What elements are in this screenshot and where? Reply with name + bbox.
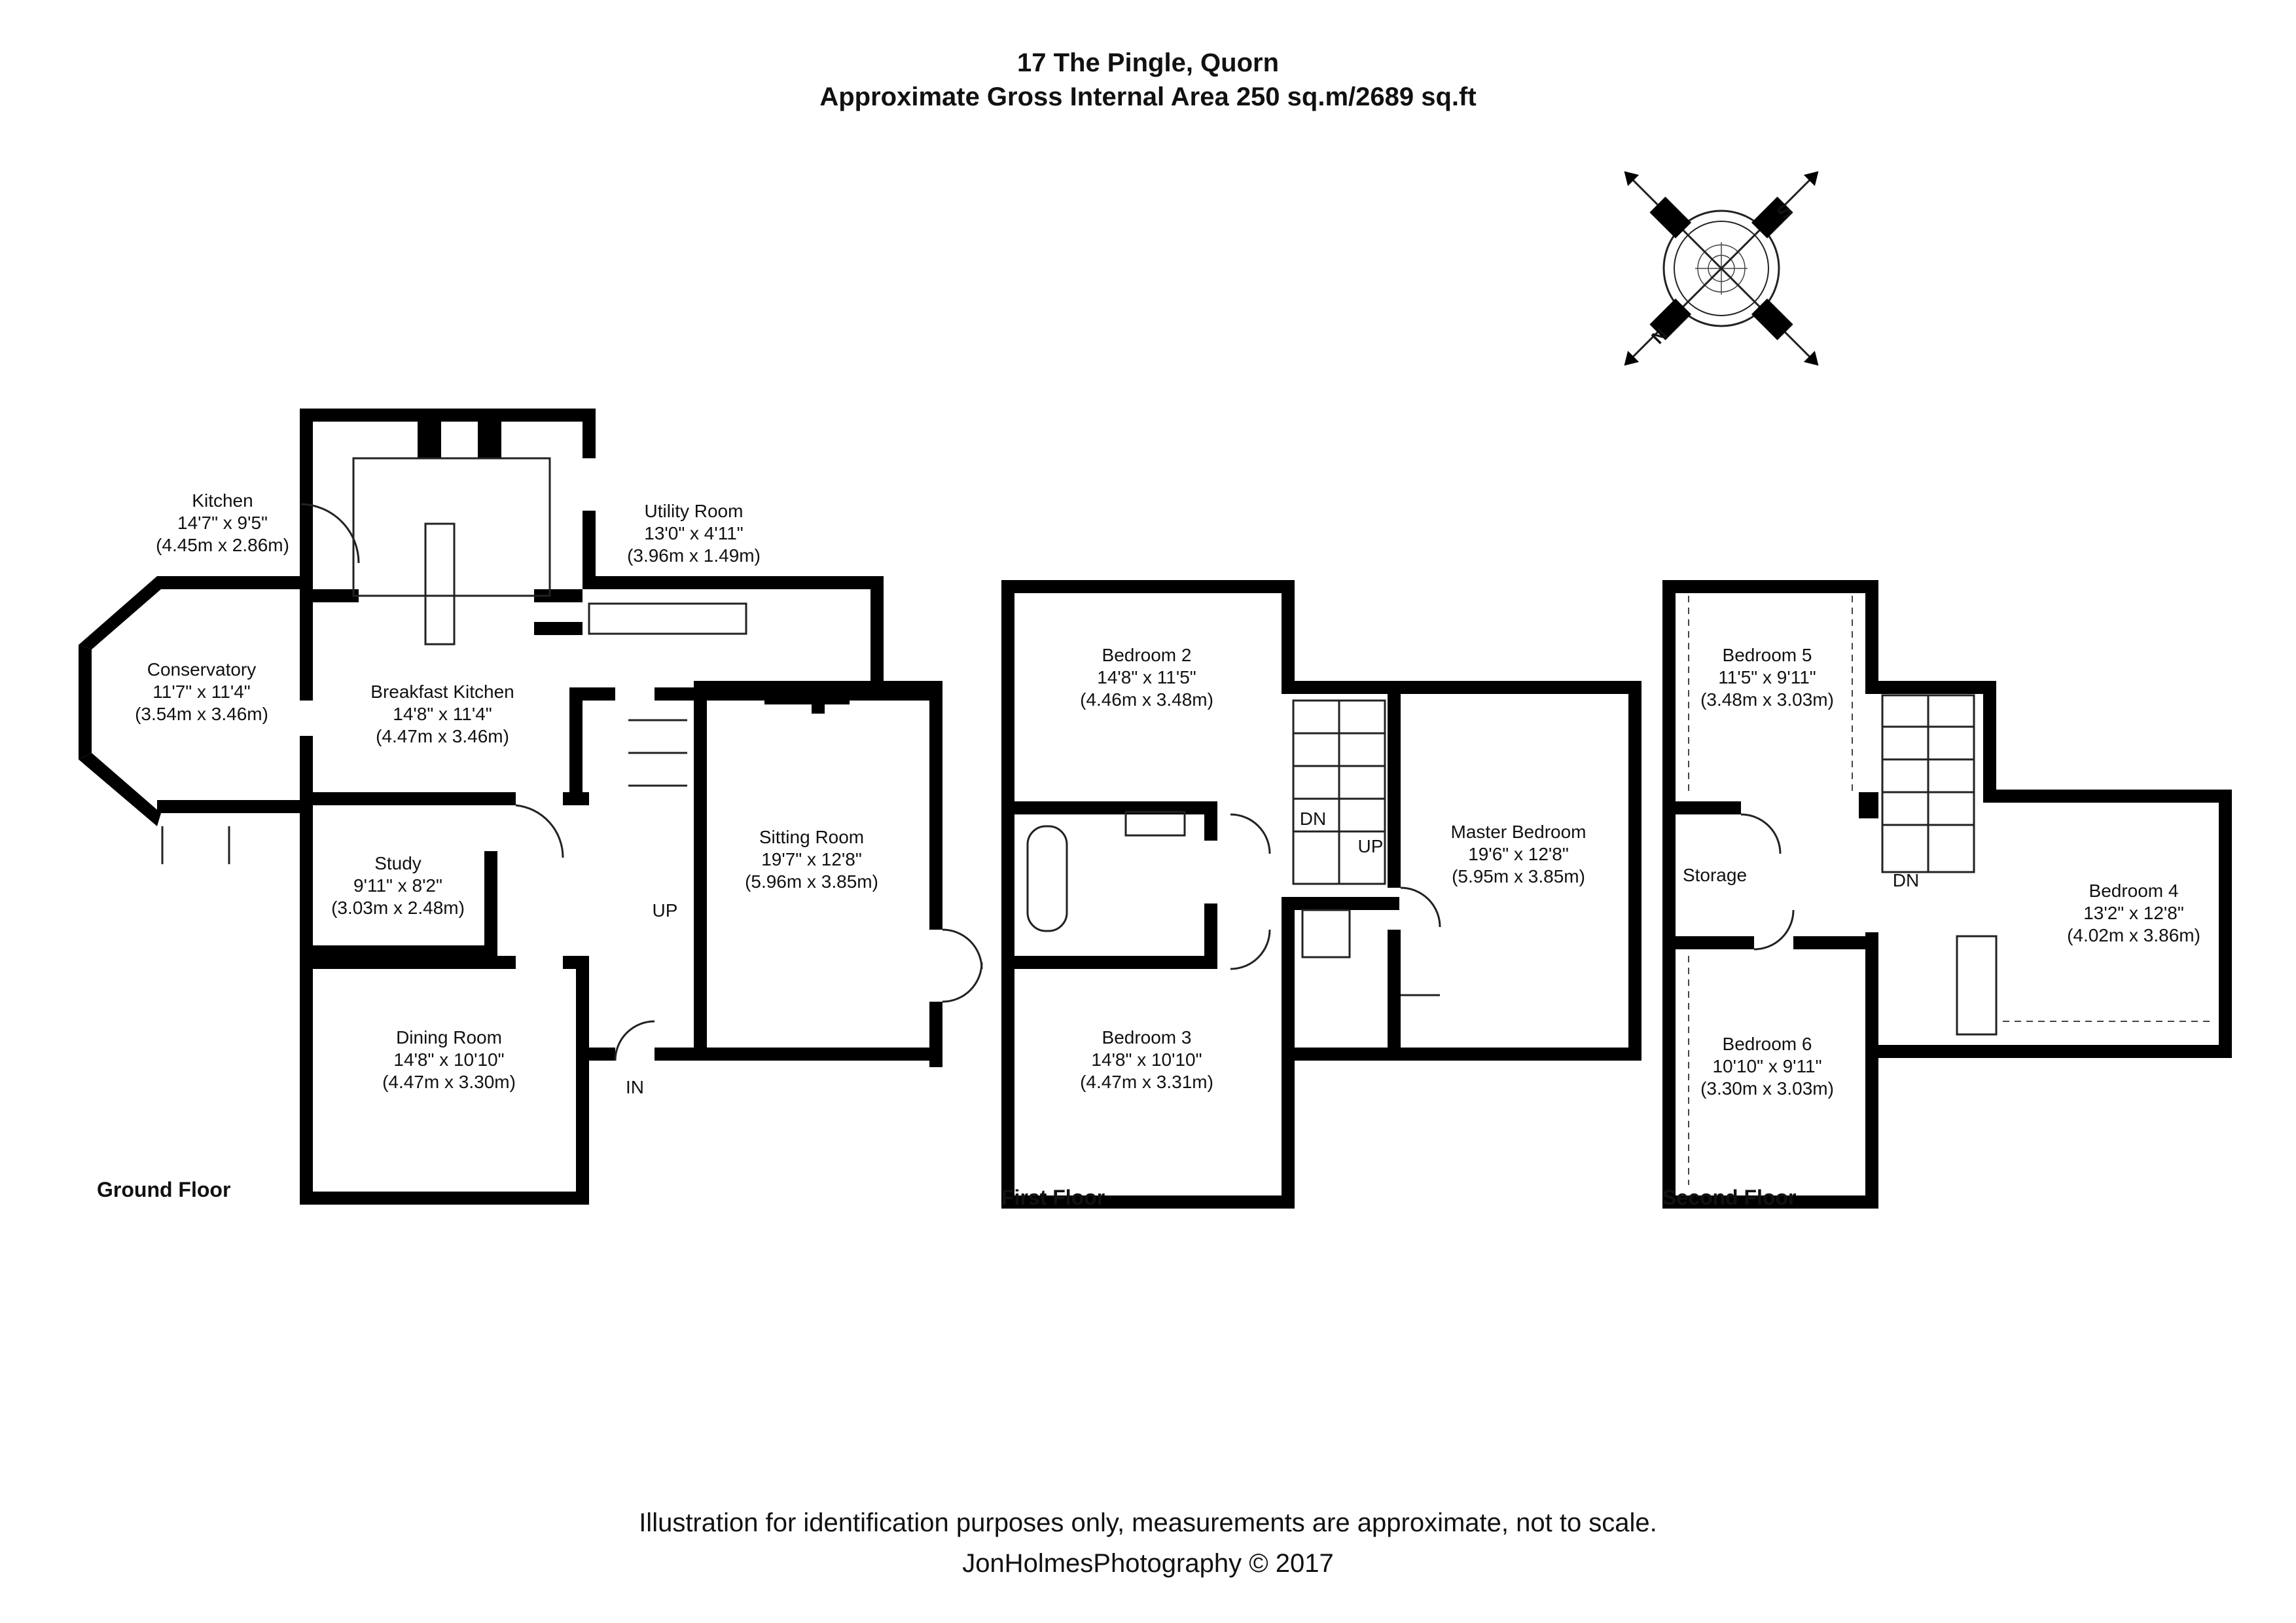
property-title: 17 The Pingle, Quorn	[1016, 48, 1280, 77]
plan-header: 17 The Pingle, Quorn Approximate Gross I…	[0, 46, 2296, 114]
room-label-bedroom-2: Bedroom 2 14'8" x 11'5" (4.46m x 3.48m)	[1080, 645, 1213, 710]
svg-text:10'10" x 9'11": 10'10" x 9'11"	[1712, 1056, 1821, 1076]
svg-text:(4.45m x 2.86m): (4.45m x 2.86m)	[156, 535, 289, 555]
svg-text:9'11" x 8'2": 9'11" x 8'2"	[353, 875, 442, 896]
ground-up-marker: UP	[653, 900, 678, 921]
svg-text:13'0" x 4'11": 13'0" x 4'11"	[644, 523, 743, 543]
svg-text:19'6" x 12'8": 19'6" x 12'8"	[1468, 844, 1569, 864]
svg-text:14'8" x 10'10": 14'8" x 10'10"	[1091, 1049, 1202, 1070]
first-dn-marker: DN	[1300, 809, 1326, 829]
svg-text:Bedroom 4: Bedroom 4	[2089, 881, 2179, 901]
svg-text:(5.96m x 3.85m): (5.96m x 3.85m)	[745, 871, 878, 892]
disclaimer-text: Illustration for identification purposes…	[639, 1508, 1657, 1537]
room-label-breakfast-kitchen: Breakfast Kitchen 14'8" x 11'4" (4.47m x…	[370, 682, 514, 746]
room-label-bedroom-4: Bedroom 4 13'2" x 12'8" (4.02m x 3.86m)	[2067, 881, 2200, 945]
room-label-bedroom-6: Bedroom 6 10'10" x 9'11" (3.30m x 3.03m)	[1700, 1034, 1834, 1099]
room-label-conservatory: Conservatory 11'7" x 11'4" (3.54m x 3.46…	[135, 659, 268, 724]
room-label-bedroom-3: Bedroom 3 14'8" x 10'10" (4.47m x 3.31m)	[1080, 1027, 1213, 1092]
compass-icon	[1624, 171, 1819, 366]
svg-text:14'7" x 9'5": 14'7" x 9'5"	[177, 513, 268, 533]
room-label-study: Study 9'11" x 8'2" (3.03m x 2.48m)	[331, 853, 465, 918]
credit-text: JonHolmesPhotography © 2017	[962, 1549, 1334, 1578]
second-dn-marker: DN	[1893, 870, 1919, 890]
room-label-bedroom-5: Bedroom 5 11'5" x 9'11" (3.48m x 3.03m)	[1700, 645, 1834, 710]
svg-text:19'7" x 12'8": 19'7" x 12'8"	[761, 849, 862, 869]
svg-text:(5.95m x 3.85m): (5.95m x 3.85m)	[1452, 866, 1585, 886]
svg-text:(3.54m x 3.46m): (3.54m x 3.46m)	[135, 704, 268, 724]
first-floor-plan	[1001, 580, 1641, 1209]
svg-text:(4.47m x 3.46m): (4.47m x 3.46m)	[376, 726, 509, 746]
svg-text:11'5" x 9'11": 11'5" x 9'11"	[1718, 667, 1816, 687]
room-label-sitting-room: Sitting Room 19'7" x 12'8" (5.96m x 3.85…	[745, 827, 878, 892]
svg-text:Bedroom 5: Bedroom 5	[1723, 645, 1812, 665]
room-label-utility-room: Utility Room 13'0" x 4'11" (3.96m x 1.49…	[627, 501, 761, 566]
first-floor-label: First Floor	[1001, 1186, 1105, 1209]
svg-text:Conservatory: Conservatory	[147, 659, 257, 680]
svg-text:Bedroom 3: Bedroom 3	[1102, 1027, 1192, 1048]
svg-text:14'8" x 10'10": 14'8" x 10'10"	[393, 1049, 504, 1070]
second-floor-plan	[1662, 580, 2232, 1209]
room-label-storage: Storage	[1683, 865, 1747, 885]
room-label-dining-room: Dining Room 14'8" x 10'10" (4.47m x 3.30…	[382, 1027, 516, 1092]
svg-text:(3.96m x 1.49m): (3.96m x 1.49m)	[627, 545, 761, 566]
svg-text:Dining Room: Dining Room	[396, 1027, 502, 1048]
svg-text:11'7" x 11'4": 11'7" x 11'4"	[152, 682, 250, 702]
gross-area: Approximate Gross Internal Area 250 sq.m…	[819, 82, 1477, 111]
svg-text:(3.30m x 3.03m): (3.30m x 3.03m)	[1700, 1078, 1834, 1099]
svg-text:Sitting Room: Sitting Room	[759, 827, 864, 847]
svg-text:(4.47m x 3.31m): (4.47m x 3.31m)	[1080, 1072, 1213, 1092]
svg-text:Kitchen: Kitchen	[192, 490, 253, 511]
svg-text:Utility Room: Utility Room	[645, 501, 744, 521]
svg-text:Study: Study	[374, 853, 422, 873]
svg-text:(4.46m x 3.48m): (4.46m x 3.48m)	[1080, 689, 1213, 710]
svg-text:Bedroom 2: Bedroom 2	[1102, 645, 1192, 665]
svg-text:(4.02m x 3.86m): (4.02m x 3.86m)	[2067, 925, 2200, 945]
svg-text:14'8" x 11'4": 14'8" x 11'4"	[393, 704, 492, 724]
ground-in-marker: IN	[626, 1077, 644, 1097]
ground-floor-plan	[79, 409, 983, 1205]
svg-text:13'2" x 12'8": 13'2" x 12'8"	[2083, 903, 2184, 923]
ground-floor-label: Ground Floor	[97, 1178, 230, 1201]
second-floor-label: Second Floor	[1662, 1186, 1796, 1209]
svg-text:Bedroom 6: Bedroom 6	[1723, 1034, 1812, 1054]
svg-text:14'8" x 11'5": 14'8" x 11'5"	[1097, 667, 1196, 687]
room-label-kitchen: Kitchen 14'7" x 9'5" (4.45m x 2.86m)	[156, 490, 289, 555]
plan-footer: Illustration for identification purposes…	[0, 1503, 2296, 1584]
svg-text:(3.03m x 2.48m): (3.03m x 2.48m)	[331, 898, 465, 918]
svg-text:Breakfast Kitchen: Breakfast Kitchen	[370, 682, 514, 702]
svg-text:(3.48m x 3.03m): (3.48m x 3.03m)	[1700, 689, 1834, 710]
svg-text:Master Bedroom: Master Bedroom	[1451, 822, 1587, 842]
first-up-marker: UP	[1358, 836, 1384, 856]
svg-text:(4.47m x 3.30m): (4.47m x 3.30m)	[382, 1072, 516, 1092]
room-label-master-bedroom: Master Bedroom 19'6" x 12'8" (5.95m x 3.…	[1451, 822, 1587, 886]
